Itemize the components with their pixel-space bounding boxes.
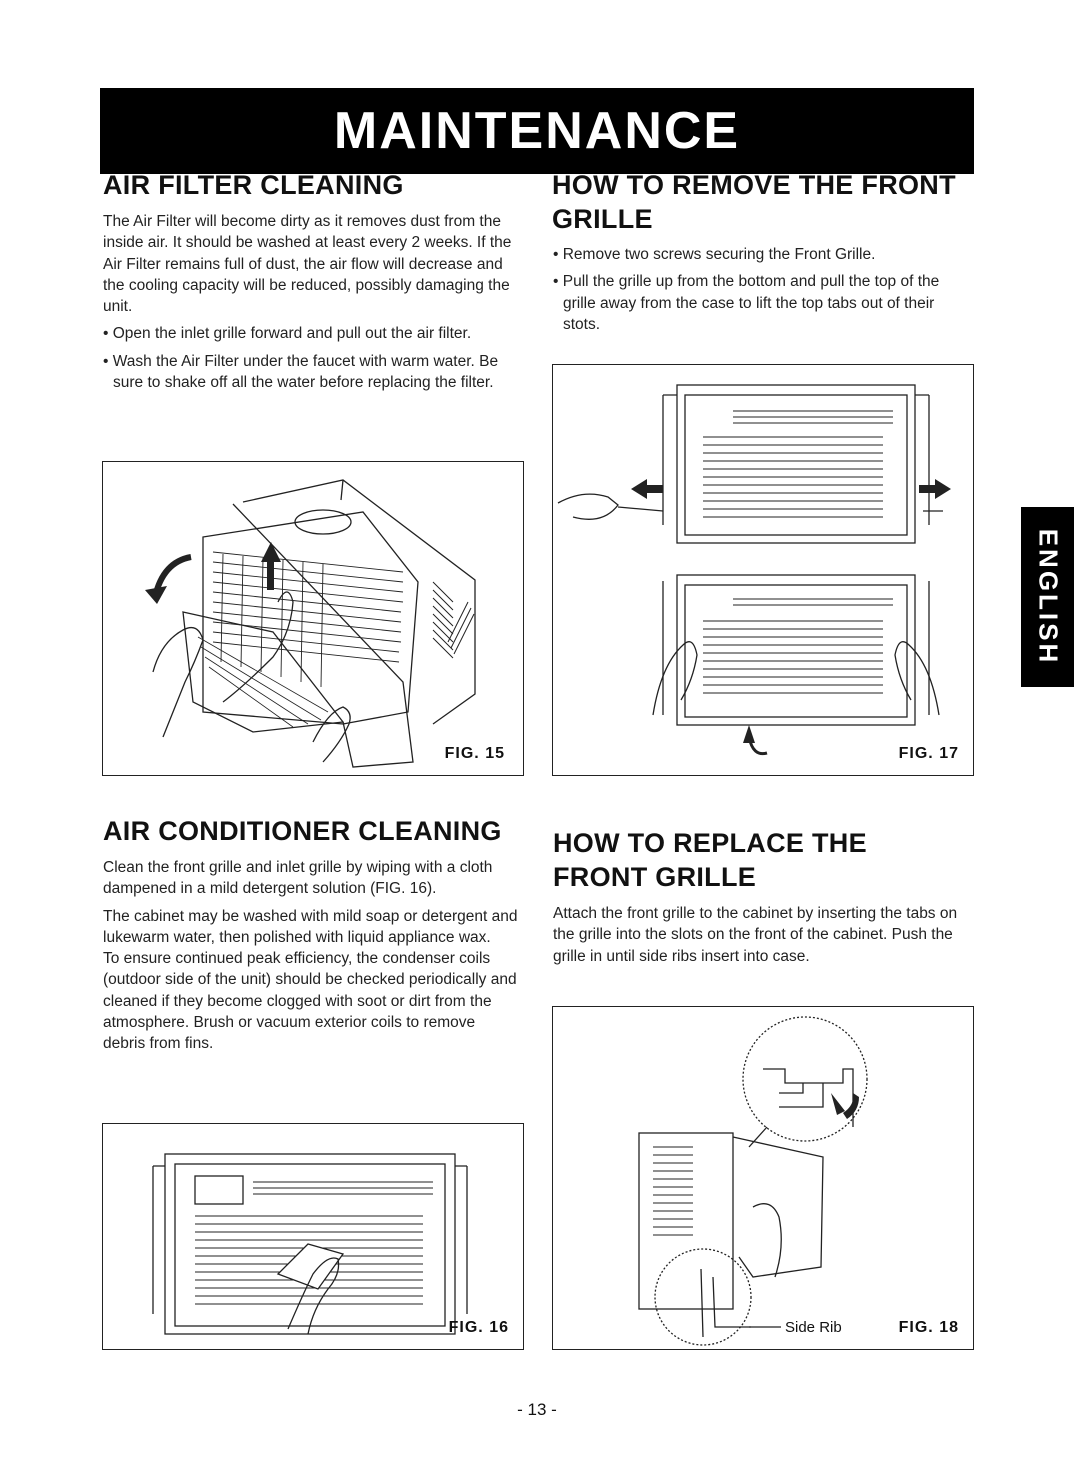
grille-replacement-illustration (638, 1016, 868, 1346)
language-tab: ENGLISH (1021, 507, 1074, 687)
page-banner: MAINTENANCE (100, 88, 974, 174)
figure-17: FIG. 17 (552, 364, 974, 776)
ac-cleaning-p1: Clean the front grille and inlet grille … (103, 859, 493, 898)
replace-grille-body: Attach the front grille to the cabinet b… (553, 905, 958, 965)
side-rib-label: Side Rib (785, 1319, 842, 1336)
figure-18: Side Rib FIG. 18 (552, 1006, 974, 1350)
page-number: - 13 - (517, 1400, 557, 1419)
filter-removal-illustration (145, 479, 476, 768)
ac-cleaning-title: AIR CONDITIONER CLEANING (103, 816, 502, 846)
figure-16-label: FIG. 16 (448, 1319, 509, 1336)
air-filter-bullet-1: • Open the inlet grille forward and pull… (103, 325, 472, 343)
language-tab-label: ENGLISH (1033, 528, 1063, 666)
air-filter-body: The Air Filter will become dirty as it r… (103, 213, 512, 316)
remove-grille-title: HOW TO REMOVE THE FRONT GRILLE (552, 170, 956, 234)
ac-cleaning-text: Clean the front grille and inlet grille … (103, 857, 521, 1055)
remove-grille-text: • Remove two screws securing the Front G… (553, 244, 963, 335)
air-filter-text: The Air Filter will become dirty as it r… (103, 211, 513, 393)
figure-15: FIG. 15 (102, 461, 524, 776)
remove-grille-bullet-1: • Remove two screws securing the Front G… (553, 246, 876, 263)
ac-cleaning-p3: To ensure continued peak efficiency, the… (103, 950, 517, 1053)
figure-16: FIG. 16 (102, 1123, 524, 1350)
replace-grille-title-line1: HOW TO REPLACE THE (553, 828, 867, 858)
figure-15-label: FIG. 15 (444, 745, 505, 762)
air-filter-bullet-2: • Wash the Air Filter under the faucet w… (103, 352, 499, 392)
figure-18-label: FIG. 18 (898, 1319, 959, 1336)
grille-removal-illustration (557, 384, 951, 756)
remove-grille-bullet-2: • Pull the grille up from the bottom and… (553, 273, 940, 333)
ac-cleaning-p2: The cabinet may be washed with mild soap… (103, 907, 518, 946)
figure-17-label: FIG. 17 (898, 745, 959, 762)
grille-wiping-illustration (152, 1153, 468, 1335)
replace-grille-title-line2: FRONT GRILLE (553, 862, 757, 892)
air-filter-title: AIR FILTER CLEANING (103, 170, 404, 200)
